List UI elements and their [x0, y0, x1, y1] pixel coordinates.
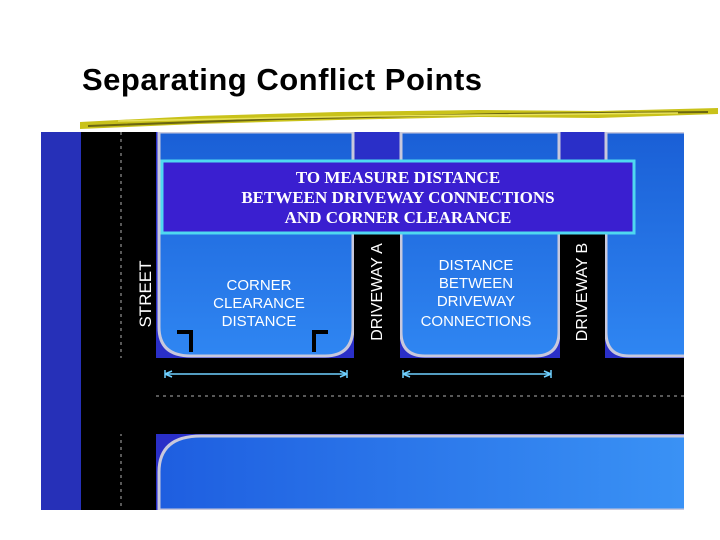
- title-underline: [80, 108, 718, 129]
- svg-text:CORNER: CORNER: [226, 277, 291, 294]
- corner-clearance-label: CORNER CLEARANCE DISTANCE: [213, 277, 305, 330]
- measurement-header-box: TO MEASURE DISTANCE BETWEEN DRIVEWAY CON…: [160, 159, 636, 235]
- street-road: [81, 132, 156, 510]
- svg-text:CONNECTIONS: CONNECTIONS: [421, 313, 532, 330]
- corner-clearance-dimension: [164, 370, 348, 378]
- driveway-b-label: DRIVEWAY B: [574, 243, 591, 341]
- corner-marker-right: [312, 330, 328, 352]
- svg-text:DISTANCE: DISTANCE: [439, 257, 514, 274]
- header-line-1: TO MEASURE DISTANCE: [296, 168, 500, 187]
- header-line-2: BETWEEN DRIVEWAY CONNECTIONS: [241, 188, 554, 207]
- driveway-spacing-dimension: [402, 370, 552, 378]
- intersection-diagram: STREET DRIVEWAY A DRIVEWAY B CORNER CLEA…: [41, 132, 684, 510]
- driveway-b: [560, 227, 605, 358]
- driveway-spacing-label: DISTANCE BETWEEN DRIVEWAY CONNECTIONS: [421, 257, 532, 330]
- corner-marker-left: [177, 330, 193, 352]
- driveway-a: [354, 227, 400, 358]
- svg-text:DRIVEWAY: DRIVEWAY: [437, 293, 515, 310]
- driveway-a-label: DRIVEWAY A: [369, 243, 386, 341]
- street-label: STREET: [136, 260, 155, 327]
- lower-lot: [157, 434, 684, 510]
- svg-text:BETWEEN: BETWEEN: [439, 275, 513, 292]
- slide-title: Separating Conflict Points: [82, 62, 483, 97]
- svg-text:DISTANCE: DISTANCE: [222, 313, 297, 330]
- svg-text:CLEARANCE: CLEARANCE: [213, 295, 305, 312]
- header-line-3: AND CORNER CLEARANCE: [285, 208, 512, 227]
